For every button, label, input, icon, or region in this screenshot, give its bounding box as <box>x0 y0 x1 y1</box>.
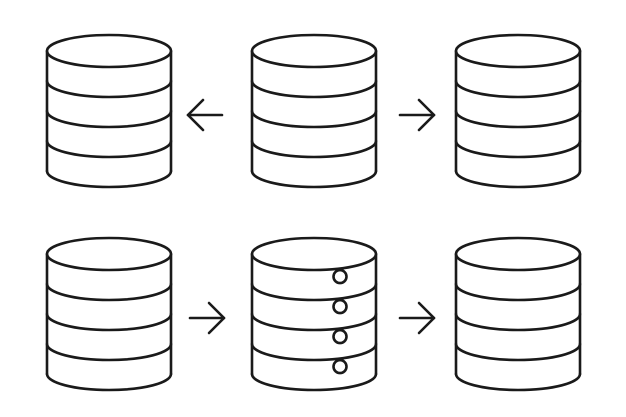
database-top <box>45 236 173 272</box>
database-section-line <box>454 282 582 302</box>
database-section-line <box>454 312 582 332</box>
database-top <box>250 236 378 272</box>
database-section-line <box>250 109 378 129</box>
indicator-light <box>332 358 348 375</box>
database-section-line <box>454 109 582 129</box>
indicator-light <box>332 268 348 285</box>
arrow-right-icon <box>188 301 226 335</box>
database-section-line <box>45 79 173 99</box>
database-bottom <box>45 169 173 189</box>
database-bottom <box>45 372 173 392</box>
database-section-line <box>45 342 173 362</box>
arrow-right-icon <box>398 301 436 335</box>
database-bottom <box>250 169 378 189</box>
database-icon <box>45 236 173 392</box>
database-section-line <box>45 282 173 302</box>
database-section-line <box>250 79 378 99</box>
arrow-right-icon <box>398 98 436 132</box>
database-section-line <box>45 139 173 159</box>
indicator-light <box>332 298 348 315</box>
database-section-line <box>250 282 378 302</box>
arrow-head <box>186 98 205 132</box>
database-bottom <box>454 169 582 189</box>
arrow-left-icon <box>186 98 224 132</box>
database-icon <box>250 33 378 189</box>
database-icon <box>454 236 582 392</box>
database-section-line <box>45 312 173 332</box>
arrow-head <box>417 301 436 335</box>
arrow-head <box>417 98 436 132</box>
database-server-icon <box>250 236 378 392</box>
database-top <box>454 33 582 69</box>
database-icon <box>45 33 173 189</box>
arrow-head <box>207 301 226 335</box>
database-section-line <box>250 342 378 362</box>
database-top <box>454 236 582 272</box>
database-icon <box>454 33 582 189</box>
database-section-line <box>454 139 582 159</box>
database-section-line <box>454 342 582 362</box>
database-section-line <box>454 79 582 99</box>
database-bottom <box>250 372 378 392</box>
database-bottom <box>454 372 582 392</box>
database-top <box>45 33 173 69</box>
database-top <box>250 33 378 69</box>
database-section-line <box>250 139 378 159</box>
database-section-line <box>45 109 173 129</box>
indicator-light <box>332 328 348 345</box>
database-section-line <box>250 312 378 332</box>
